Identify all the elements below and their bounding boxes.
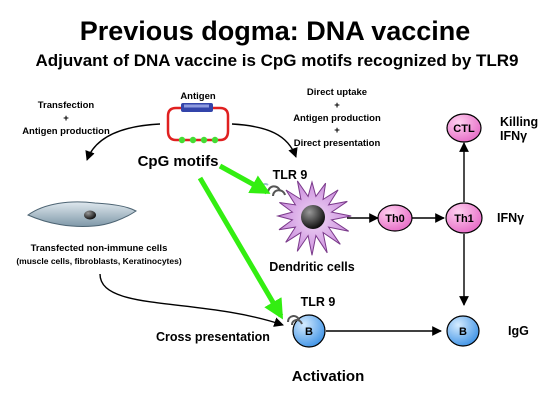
th1-label: Th1 xyxy=(454,213,474,225)
fibroblast-nucleus xyxy=(84,210,96,220)
ifng-ctl-label: IFNγ xyxy=(500,129,527,143)
fibroblast-body xyxy=(26,201,137,227)
cpg-dot xyxy=(189,136,197,144)
tlr9-receptor-icon xyxy=(287,315,303,326)
plasmid-ring xyxy=(166,106,230,142)
dendritic-cell-nucleus xyxy=(301,205,325,229)
diagram-subtitle: Adjuvant of DNA vaccine is CpG motifs re… xyxy=(36,51,519,70)
transfection-pathway-label: Transfection + Antigen production xyxy=(22,100,110,137)
non-immune-cell xyxy=(26,201,137,227)
igg-label: IgG xyxy=(508,324,529,338)
b-cell-right: B xyxy=(446,315,480,347)
cross-presentation-arrow xyxy=(99,273,284,327)
cpg-dot xyxy=(200,136,208,144)
ifng-th1-label: IFNγ xyxy=(497,211,524,225)
antigen-label: Antigen xyxy=(180,91,216,102)
cpg-motifs-label: CpG motifs xyxy=(138,153,219,170)
activation-label: Activation xyxy=(292,368,365,385)
th1-cell: Th1 xyxy=(445,202,483,234)
cpg-dot xyxy=(178,136,186,144)
plus-sign: + xyxy=(63,113,69,124)
ctl-cell: CTL xyxy=(446,113,482,143)
antigen-production-text: Antigen production xyxy=(293,113,381,124)
dendritic-cell xyxy=(275,180,352,256)
direct-uptake-pathway-label: Direct uptake + Antigen production + Dir… xyxy=(293,87,381,149)
ctl-label: CTL xyxy=(453,123,475,135)
tlr9-label-lower: TLR 9 xyxy=(301,295,336,309)
th0-cell: Th0 xyxy=(377,204,413,232)
plus-sign: + xyxy=(334,100,340,111)
cpg-to-tlr9-b-cell-arrow xyxy=(197,176,284,320)
th0-label: Th0 xyxy=(385,213,405,225)
b-cell-left-label: B xyxy=(305,326,313,338)
non-immune-cells-label: Transfected non-immune cells xyxy=(31,243,168,254)
arrow-to-dendritic-cells xyxy=(231,123,298,158)
transfection-text: Transfection xyxy=(38,100,95,111)
killing-label: Killing xyxy=(500,115,538,129)
antigen-gene-highlight xyxy=(184,104,209,108)
plasmid: Antigen CpG motifs xyxy=(138,91,230,170)
diagram-title: Previous dogma: DNA vaccine xyxy=(80,16,471,46)
cpg-dot xyxy=(211,136,219,144)
non-immune-cells-examples: (muscle cells, fibroblasts, Keratinocyte… xyxy=(16,256,182,266)
direct-uptake-text: Direct uptake xyxy=(307,87,367,98)
arrow-to-non-immune-cells xyxy=(85,123,161,161)
plus-sign: + xyxy=(334,125,340,136)
cross-presentation-label: Cross presentation xyxy=(156,330,270,344)
b-cell-right-label: B xyxy=(459,326,467,338)
cpg-to-tlr9-dendritic-arrow xyxy=(218,163,271,195)
antigen-production-text: Antigen production xyxy=(22,126,110,137)
direct-presentation-text: Direct presentation xyxy=(294,138,381,149)
tlr9-label-upper: TLR 9 xyxy=(273,168,308,182)
dendritic-cells-label: Dendritic cells xyxy=(269,260,354,274)
